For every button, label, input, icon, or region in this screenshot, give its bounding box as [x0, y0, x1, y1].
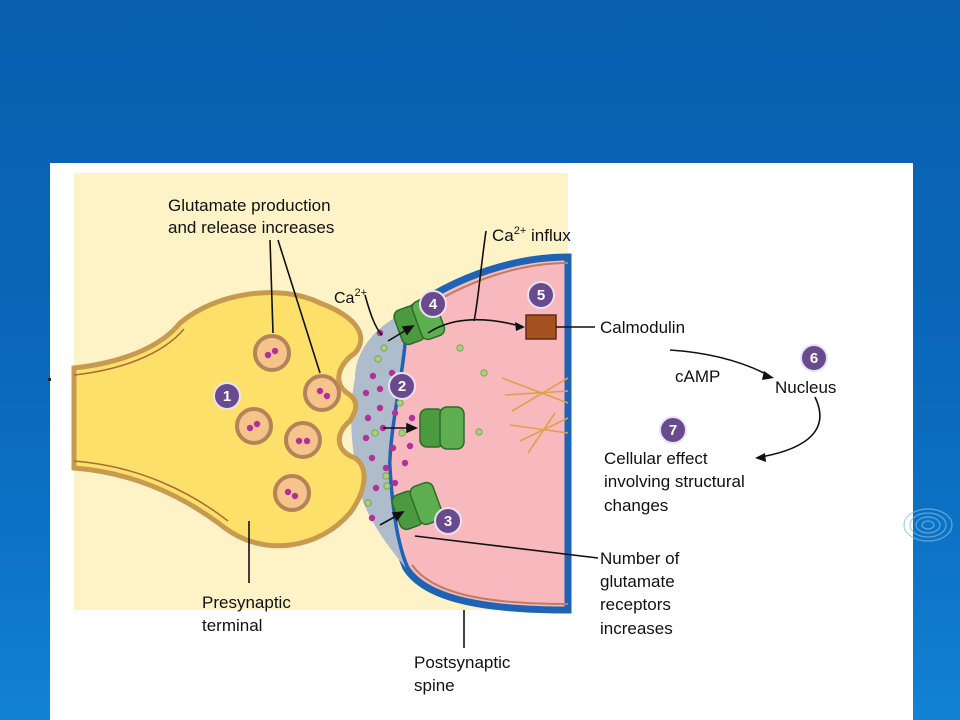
- calmodulin-box: [525, 314, 557, 340]
- glutamate-molecules: [362, 329, 416, 522]
- calcium-ions: [364, 344, 488, 507]
- step-number-3: 3: [444, 513, 452, 530]
- step-badge-4: [419, 290, 447, 318]
- label-ca-small: Ca2+: [334, 287, 367, 307]
- vesicle: [273, 474, 311, 512]
- label-receptors-4: increases: [600, 619, 673, 638]
- actin-fibers: [501, 377, 569, 454]
- step-badges: 1 2 3 4 5 6 7: [213, 281, 828, 535]
- step-badge-3: [434, 507, 462, 535]
- step-number-1: 1: [223, 388, 231, 405]
- text-labels: Glutamate production and release increas…: [168, 196, 836, 695]
- step-badge-5: [527, 281, 555, 309]
- ripple-decoration: [903, 508, 953, 542]
- process-arrows: [427, 318, 821, 458]
- label-cellular-2: involving structural: [604, 472, 745, 491]
- calmodulin-nucleus-arrow: [669, 349, 769, 376]
- receptor-bottom: [391, 481, 444, 531]
- step-number-7: 7: [669, 422, 677, 439]
- step-number-4: 4: [429, 296, 438, 313]
- label-calmodulin: Calmodulin: [600, 318, 685, 337]
- diagram-panel: 1 2 3 4 5 6 7 Glutamate production and r…: [50, 163, 913, 720]
- influx-arrow: [427, 318, 521, 334]
- step-number-6: 6: [810, 350, 818, 367]
- vesicle: [284, 421, 322, 459]
- label-postsyn-2: spine: [414, 676, 455, 695]
- vesicle: [253, 334, 291, 372]
- arrowheads: [515, 322, 774, 462]
- label-camp: cAMP: [675, 367, 720, 386]
- label-ca-influx: Ca2+ influx: [492, 225, 571, 245]
- fusing-vesicle: [303, 374, 341, 412]
- label-presyn-1: Presynaptic: [202, 593, 291, 612]
- step-badge-7: [659, 416, 687, 444]
- label-postsyn-1: Postsynaptic: [414, 653, 511, 672]
- step-number-2: 2: [398, 378, 406, 395]
- label-receptors-1: Number of: [600, 549, 680, 568]
- receptor-middle: [419, 406, 465, 450]
- step-badge-2: [388, 372, 416, 400]
- label-nucleus: Nucleus: [775, 378, 836, 397]
- label-cellular-3: changes: [604, 496, 668, 515]
- label-receptors-2: glutamate: [600, 572, 675, 591]
- label-cellular-1: Cellular effect: [604, 449, 708, 468]
- vesicles: [235, 334, 341, 512]
- receptor-arrows: [379, 325, 418, 526]
- label-glutamate-line2: and release increases: [168, 218, 334, 237]
- label-receptors-3: receptors: [600, 595, 671, 614]
- label-glutamate-line1: Glutamate production: [168, 196, 331, 215]
- vesicle: [235, 407, 273, 445]
- step-number-5: 5: [537, 287, 545, 304]
- step-badge-1: [213, 382, 241, 410]
- step-badge-6: [800, 344, 828, 372]
- stray-dot: [48, 378, 51, 381]
- leader-lines: [248, 230, 599, 648]
- label-presyn-2: terminal: [202, 616, 262, 635]
- nucleus-cellular-arrow: [760, 396, 821, 458]
